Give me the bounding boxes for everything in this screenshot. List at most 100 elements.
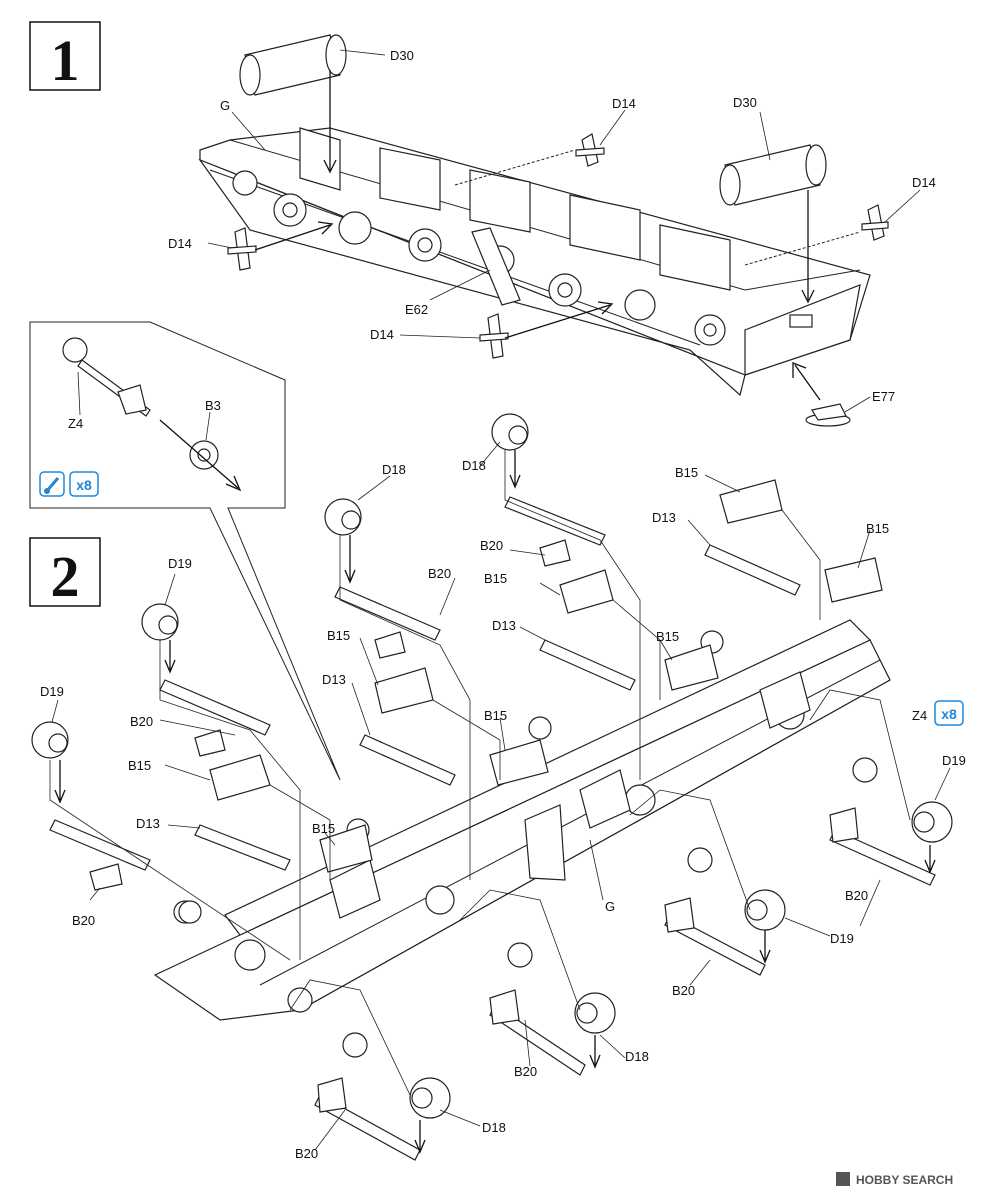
z4-ball	[62, 337, 88, 363]
label-b20-c: B20	[480, 538, 503, 553]
d13-part-d	[704, 544, 801, 596]
label-b20-h: B20	[295, 1146, 318, 1161]
label-d14-left: D14	[168, 236, 192, 251]
label-b20-d: B20	[428, 566, 451, 581]
d18-hub-c	[574, 992, 616, 1034]
z4-ball-d	[687, 847, 713, 873]
label-d14-right: D14	[912, 175, 936, 190]
x8-badge-inset	[69, 471, 99, 497]
label-b20-g: B20	[514, 1064, 537, 1079]
label-d13-d: D13	[652, 510, 676, 525]
b20-arm-e	[829, 807, 936, 886]
z4-ball-c	[507, 942, 533, 968]
b15-bracket-a	[209, 754, 271, 801]
b20-arm-b	[49, 819, 151, 891]
arrow-d14-left	[254, 224, 331, 251]
label-d19-b: D19	[40, 684, 64, 699]
b15-bracket-f	[664, 644, 719, 691]
d19-hub-d	[744, 889, 786, 931]
label-d18-d: D18	[482, 1120, 506, 1135]
b20-arm-a	[159, 679, 271, 757]
watermark-text: HOBBY SEARCH	[856, 1173, 953, 1187]
label-b20-e: B20	[845, 888, 868, 903]
d19-hub-a	[141, 603, 179, 641]
arrow-e77	[794, 364, 821, 401]
label-b15-e: B15	[484, 708, 507, 723]
label-z4-step2: Z4	[912, 708, 927, 723]
b15-bracket-c	[374, 667, 434, 714]
z4-ball-e	[852, 757, 878, 783]
b15-bracket-b	[319, 824, 373, 873]
b20-arm-c	[334, 586, 441, 659]
e77-part	[805, 403, 851, 427]
label-d13-c: D13	[492, 618, 516, 633]
arrow-d19-b	[54, 760, 66, 804]
label-e77: E77	[872, 389, 895, 404]
d30-cylinder-right	[719, 144, 827, 206]
arrow-d19-a	[164, 640, 176, 674]
b20-arm-f	[664, 897, 766, 976]
arrow-d18-b	[509, 450, 521, 489]
label-d30-right: D30	[733, 95, 757, 110]
d14-part-bottom	[479, 313, 509, 359]
label-z4-inset: Z4	[68, 416, 83, 431]
arrow-d14-bottom	[504, 304, 611, 339]
label-b15-c: B15	[327, 628, 350, 643]
label-b3: B3	[205, 398, 221, 413]
step-1-number: 1	[51, 28, 80, 93]
label-d18-b: D18	[462, 458, 486, 473]
label-d19-c: D19	[942, 753, 966, 768]
label-d18-c: D18	[625, 1049, 649, 1064]
label-d30-top: D30	[390, 48, 414, 63]
d13-part-b	[359, 734, 456, 786]
arrow-d19-d	[759, 930, 771, 964]
b20-arm-d	[504, 496, 606, 567]
label-b20-a: B20	[130, 714, 153, 729]
x8-badge-step2	[934, 700, 964, 726]
hull-g-step1	[198, 127, 871, 397]
z4-ball-a	[178, 900, 202, 924]
b15-bracket-h	[824, 557, 883, 603]
label-d14-bottom: D14	[370, 327, 394, 342]
label-b15-a: B15	[128, 758, 151, 773]
d19-hub-b	[31, 721, 69, 759]
label-g-step1: G	[220, 98, 230, 113]
b20-arm-h	[314, 1077, 421, 1161]
label-x8-step2: x8	[941, 706, 957, 722]
label-d18-a: D18	[382, 462, 406, 477]
d13-part-c	[539, 639, 636, 691]
arrow-d18-d	[414, 1120, 426, 1154]
label-e62: E62	[405, 302, 428, 317]
hobby-search-logo-icon	[836, 1172, 850, 1186]
label-d14-top: D14	[612, 96, 636, 111]
label-d19-a: D19	[168, 556, 192, 571]
b20-arm-g	[489, 989, 586, 1076]
d19-hub-c	[911, 801, 953, 843]
label-x8-inset: x8	[76, 477, 92, 493]
step-2: 2	[29, 413, 966, 1161]
label-d13-b: D13	[322, 672, 346, 687]
step-2-number: 2	[51, 544, 80, 609]
arrow-d19-c	[924, 845, 936, 874]
inset-subassembly: Z4 B3 x8	[29, 321, 341, 781]
label-d19-d: D19	[830, 931, 854, 946]
d18-hub-d	[409, 1077, 451, 1119]
label-d13-a: D13	[136, 816, 160, 831]
d18-hub-a	[324, 498, 362, 536]
d30-cylinder-top	[239, 34, 347, 96]
brush-icon	[39, 471, 65, 497]
arrow-d18-c	[589, 1035, 601, 1069]
hull-g-step2	[153, 619, 891, 1021]
d13-part-a	[194, 824, 291, 871]
step-2-box	[29, 537, 101, 607]
d14-part-top	[575, 133, 605, 167]
label-b20-b: B20	[72, 913, 95, 928]
step-1: 1	[29, 21, 936, 427]
label-b20-f: B20	[672, 983, 695, 998]
d18-hub-b	[491, 413, 529, 451]
step-1-box	[29, 21, 101, 91]
label-b15-f: B15	[656, 629, 679, 644]
label-b15-d: B15	[484, 571, 507, 586]
label-b15-g: B15	[675, 465, 698, 480]
